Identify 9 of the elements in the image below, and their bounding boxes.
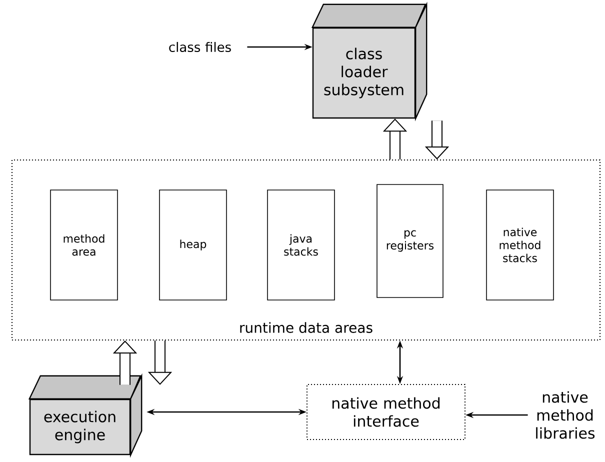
memory-area-box: native method stacks — [486, 190, 554, 300]
interface-box: native method interface — [306, 384, 466, 440]
text-label: native method libraries — [536, 391, 595, 439]
memory-area-box: heap — [159, 190, 227, 300]
memory-area-box: pc registers — [376, 184, 444, 298]
memory-area-box: java stacks — [267, 190, 335, 300]
memory-area-box: method area — [50, 190, 118, 300]
area-label: runtime data areas — [240, 322, 372, 333]
text-label: class files — [169, 42, 231, 52]
